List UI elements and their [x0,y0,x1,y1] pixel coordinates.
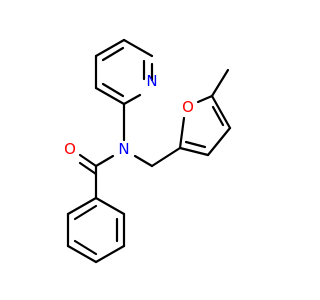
bond [73,204,98,221]
bond [94,154,115,168]
bond [94,86,126,106]
bond [211,105,225,127]
bond [178,116,186,150]
furan-ring [178,94,232,157]
bond [94,196,126,216]
bond [206,126,232,157]
bond [101,82,125,98]
structure-canvas: N N O O [64,38,232,264]
furan-oxygen-label: O [182,98,194,116]
carbonyl-group [78,153,115,200]
bond [178,146,210,157]
bond [78,161,98,176]
bond [133,154,154,168]
bond [122,38,154,58]
bond [73,239,98,256]
bond [66,244,98,264]
bond [78,153,98,168]
bond [122,93,142,106]
pyridine-ring [94,38,154,106]
bond [101,46,125,62]
benzene-ring [66,196,126,264]
amide-nitrogen-label: N [118,140,129,158]
molecule-diagram: N N O O [64,38,232,264]
bond [94,244,126,264]
bond [184,140,207,149]
methyl-bond [210,68,230,98]
bond [196,94,214,104]
bond [210,94,232,130]
carbonyl-oxygen-label: O [64,140,76,158]
bond [66,196,98,216]
bond [94,38,126,58]
bond [150,146,182,168]
pyridine-nitrogen-label: N [146,72,157,90]
